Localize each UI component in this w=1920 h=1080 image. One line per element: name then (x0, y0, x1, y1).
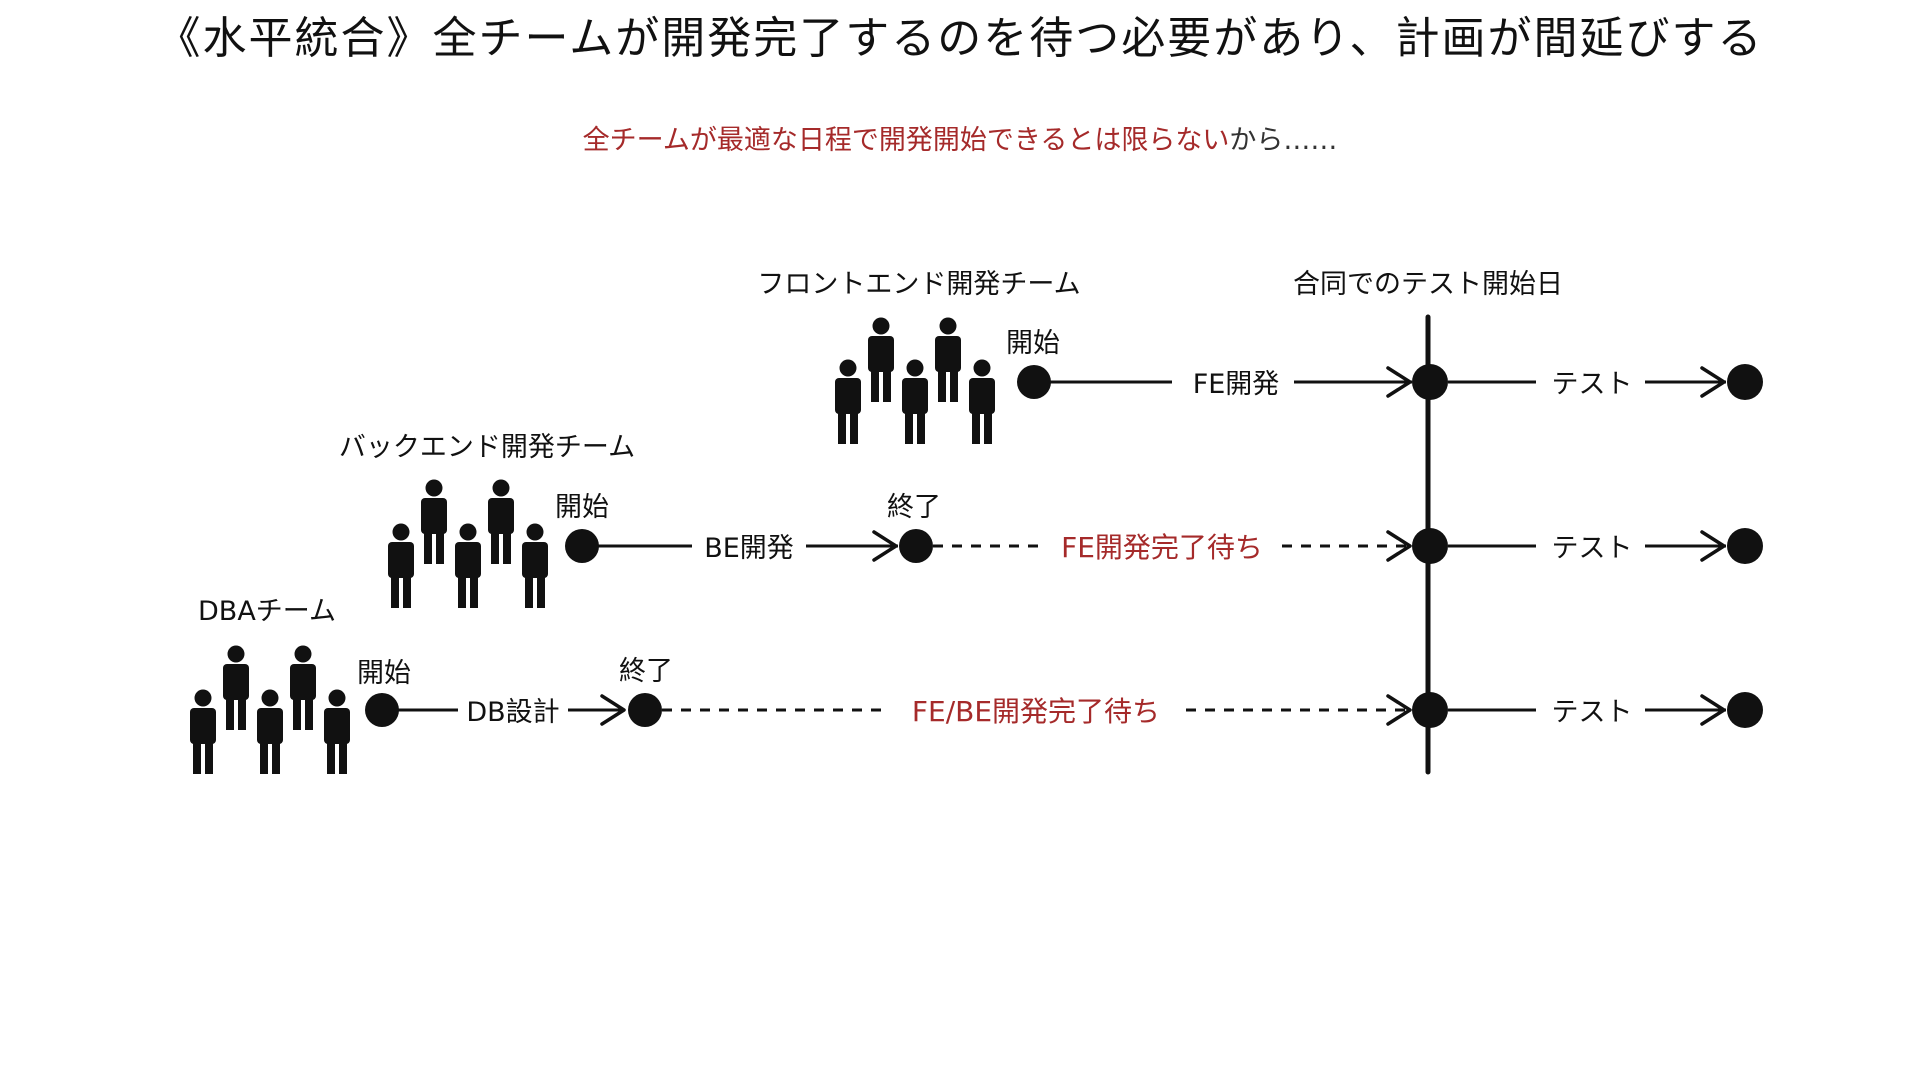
team-row-frontend: フロントエンド開発チーム 開始 FE開発 テスト (757, 269, 1763, 444)
arrow-head-icon (1386, 366, 1412, 398)
arrow-head-icon (1386, 694, 1412, 726)
slide-subtitle: 全チームが最適な日程で開発開始できるとは限らないから…… (0, 118, 1920, 157)
start-label: 開始 (1006, 328, 1060, 359)
team-members-icon (388, 479, 548, 608)
team-members-icon (190, 645, 350, 774)
start-label: 開始 (357, 658, 411, 689)
test-label: テスト (1552, 369, 1633, 400)
team-name: DBAチーム (198, 596, 336, 627)
wait-label: FE/BE開発完了待ち (912, 695, 1160, 728)
subtitle-tail: から…… (1229, 125, 1338, 156)
end-node (1727, 692, 1763, 728)
team-name: フロントエンド開発チーム (757, 269, 1080, 300)
end-node (1727, 364, 1763, 400)
arrow-head-icon (1700, 694, 1726, 726)
team-row-backend: バックエンド開発チーム 開始 BE開発 終了 FE開発完了待ち テスト (339, 432, 1763, 608)
start-label: 開始 (555, 492, 609, 523)
arrow-head-icon (1386, 530, 1412, 562)
phase-label: FE開発 (1193, 369, 1280, 400)
end-label: 終了 (619, 656, 673, 687)
finish-node (628, 693, 662, 727)
arrow-head-icon (1700, 366, 1726, 398)
arrow-head-icon (872, 530, 898, 562)
sync-node (1412, 692, 1448, 728)
test-label: テスト (1552, 533, 1633, 564)
sync-date-label: 合同でのテスト開始日 (1293, 269, 1563, 300)
wait-label: FE開発完了待ち (1061, 531, 1263, 564)
arrow-head-icon (1700, 530, 1726, 562)
subtitle-emphasis: 全チームが最適な日程で開発開始できるとは限らない (582, 125, 1230, 156)
team-name: バックエンド開発チーム (339, 432, 635, 463)
team-members-icon (835, 317, 995, 444)
end-label: 終了 (887, 492, 941, 523)
test-label: テスト (1552, 697, 1633, 728)
phase-label: BE開発 (704, 533, 794, 564)
phase-label: DB設計 (466, 697, 559, 728)
team-row-dba: DBAチーム 開始 DB設計 終了 FE/BE開発完了待ち テスト (190, 596, 1763, 774)
finish-node (899, 529, 933, 563)
arrow-head-icon (600, 694, 626, 726)
sync-node (1412, 364, 1448, 400)
slide-title: 《水平統合》全チームが開発完了するのを待つ必要があり、計画が間延びする (156, 13, 1764, 64)
sync-node (1412, 528, 1448, 564)
end-node (1727, 528, 1763, 564)
